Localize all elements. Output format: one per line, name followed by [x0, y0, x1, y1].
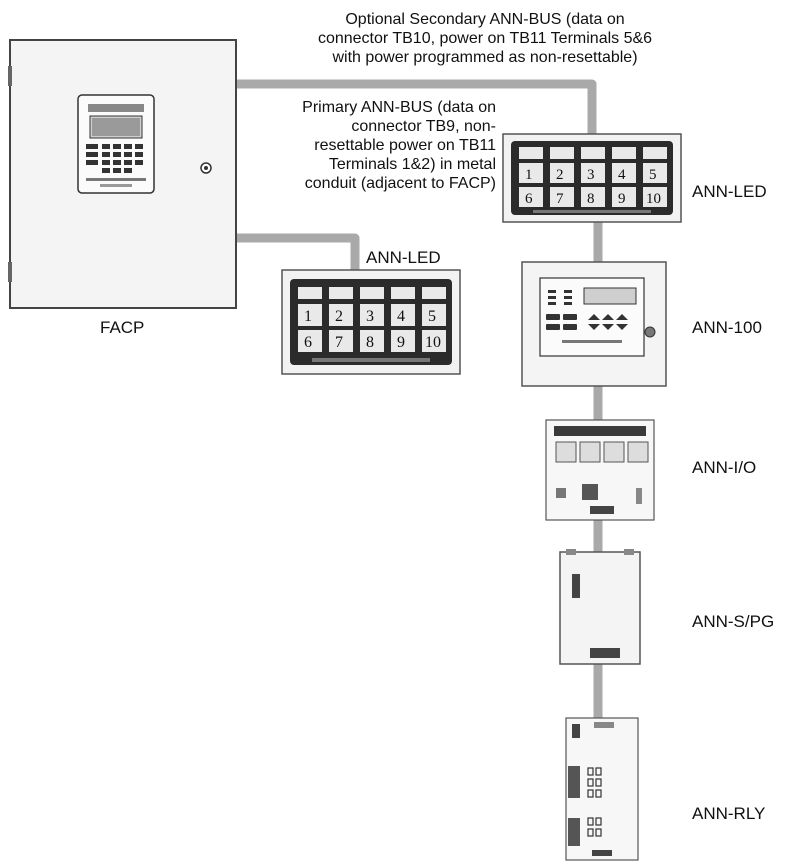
led-num-9: 9 [397, 334, 405, 351]
ann-100-label: ANN-100 [692, 318, 762, 338]
conduit-primary-bus [236, 238, 355, 270]
led-num-2: 2 [556, 167, 564, 183]
primary-bus-line-5: conduit (adjacent to FACP) [240, 174, 496, 193]
ann-rly-label: ANN-RLY [692, 804, 765, 824]
led-num-9: 9 [618, 191, 626, 207]
led-num-6: 6 [304, 334, 312, 351]
led-num-6: 6 [525, 191, 533, 207]
led-num-8: 8 [587, 191, 595, 207]
ann-led-right-unit: 1 2 3 4 5 6 7 8 9 10 [503, 134, 681, 222]
secondary-bus-line-1: Optional Secondary ANN-BUS (data on [250, 10, 720, 29]
led-num-10: 10 [425, 334, 441, 351]
secondary-bus-caption: Optional Secondary ANN-BUS (data on conn… [250, 10, 720, 67]
primary-bus-line-2: connector TB9, non- [240, 117, 496, 136]
led-num-3: 3 [587, 167, 595, 183]
secondary-bus-line-3: with power programmed as non-resettable) [250, 48, 720, 67]
led-num-1: 1 [525, 167, 533, 183]
secondary-bus-line-2: connector TB10, power on TB11 Terminals … [250, 29, 720, 48]
led-num-2: 2 [335, 308, 343, 325]
primary-bus-line-4: Terminals 1&2) in metal [240, 155, 496, 174]
ann-rly-unit [566, 718, 638, 860]
ann-led-left-unit: 1 2 3 4 5 6 7 8 9 10 [282, 270, 460, 374]
ann-io-label: ANN-I/O [692, 458, 756, 478]
primary-bus-caption: Primary ANN-BUS (data on connector TB9, … [240, 98, 496, 193]
led-num-7: 7 [556, 191, 564, 207]
facp-label: FACP [100, 318, 144, 338]
led-num-5: 5 [428, 308, 436, 325]
led-num-1: 1 [304, 308, 312, 325]
led-num-4: 4 [397, 308, 405, 325]
ann-spg-label: ANN-S/PG [692, 612, 774, 632]
ann-io-unit [546, 420, 654, 520]
facp-cabinet [8, 40, 236, 308]
primary-bus-line-3: resettable power on TB11 [240, 136, 496, 155]
ann-100-unit [522, 262, 666, 386]
led-num-10: 10 [646, 191, 661, 207]
led-num-5: 5 [649, 167, 657, 183]
ann-led-left-label: ANN-LED [366, 248, 441, 268]
led-num-8: 8 [366, 334, 374, 351]
primary-bus-line-1: Primary ANN-BUS (data on [240, 98, 496, 117]
led-num-3: 3 [366, 308, 374, 325]
led-num-4: 4 [618, 167, 626, 183]
ann-spg-unit [560, 549, 640, 664]
ann-led-right-label: ANN-LED [692, 182, 767, 202]
led-num-7: 7 [335, 334, 343, 351]
